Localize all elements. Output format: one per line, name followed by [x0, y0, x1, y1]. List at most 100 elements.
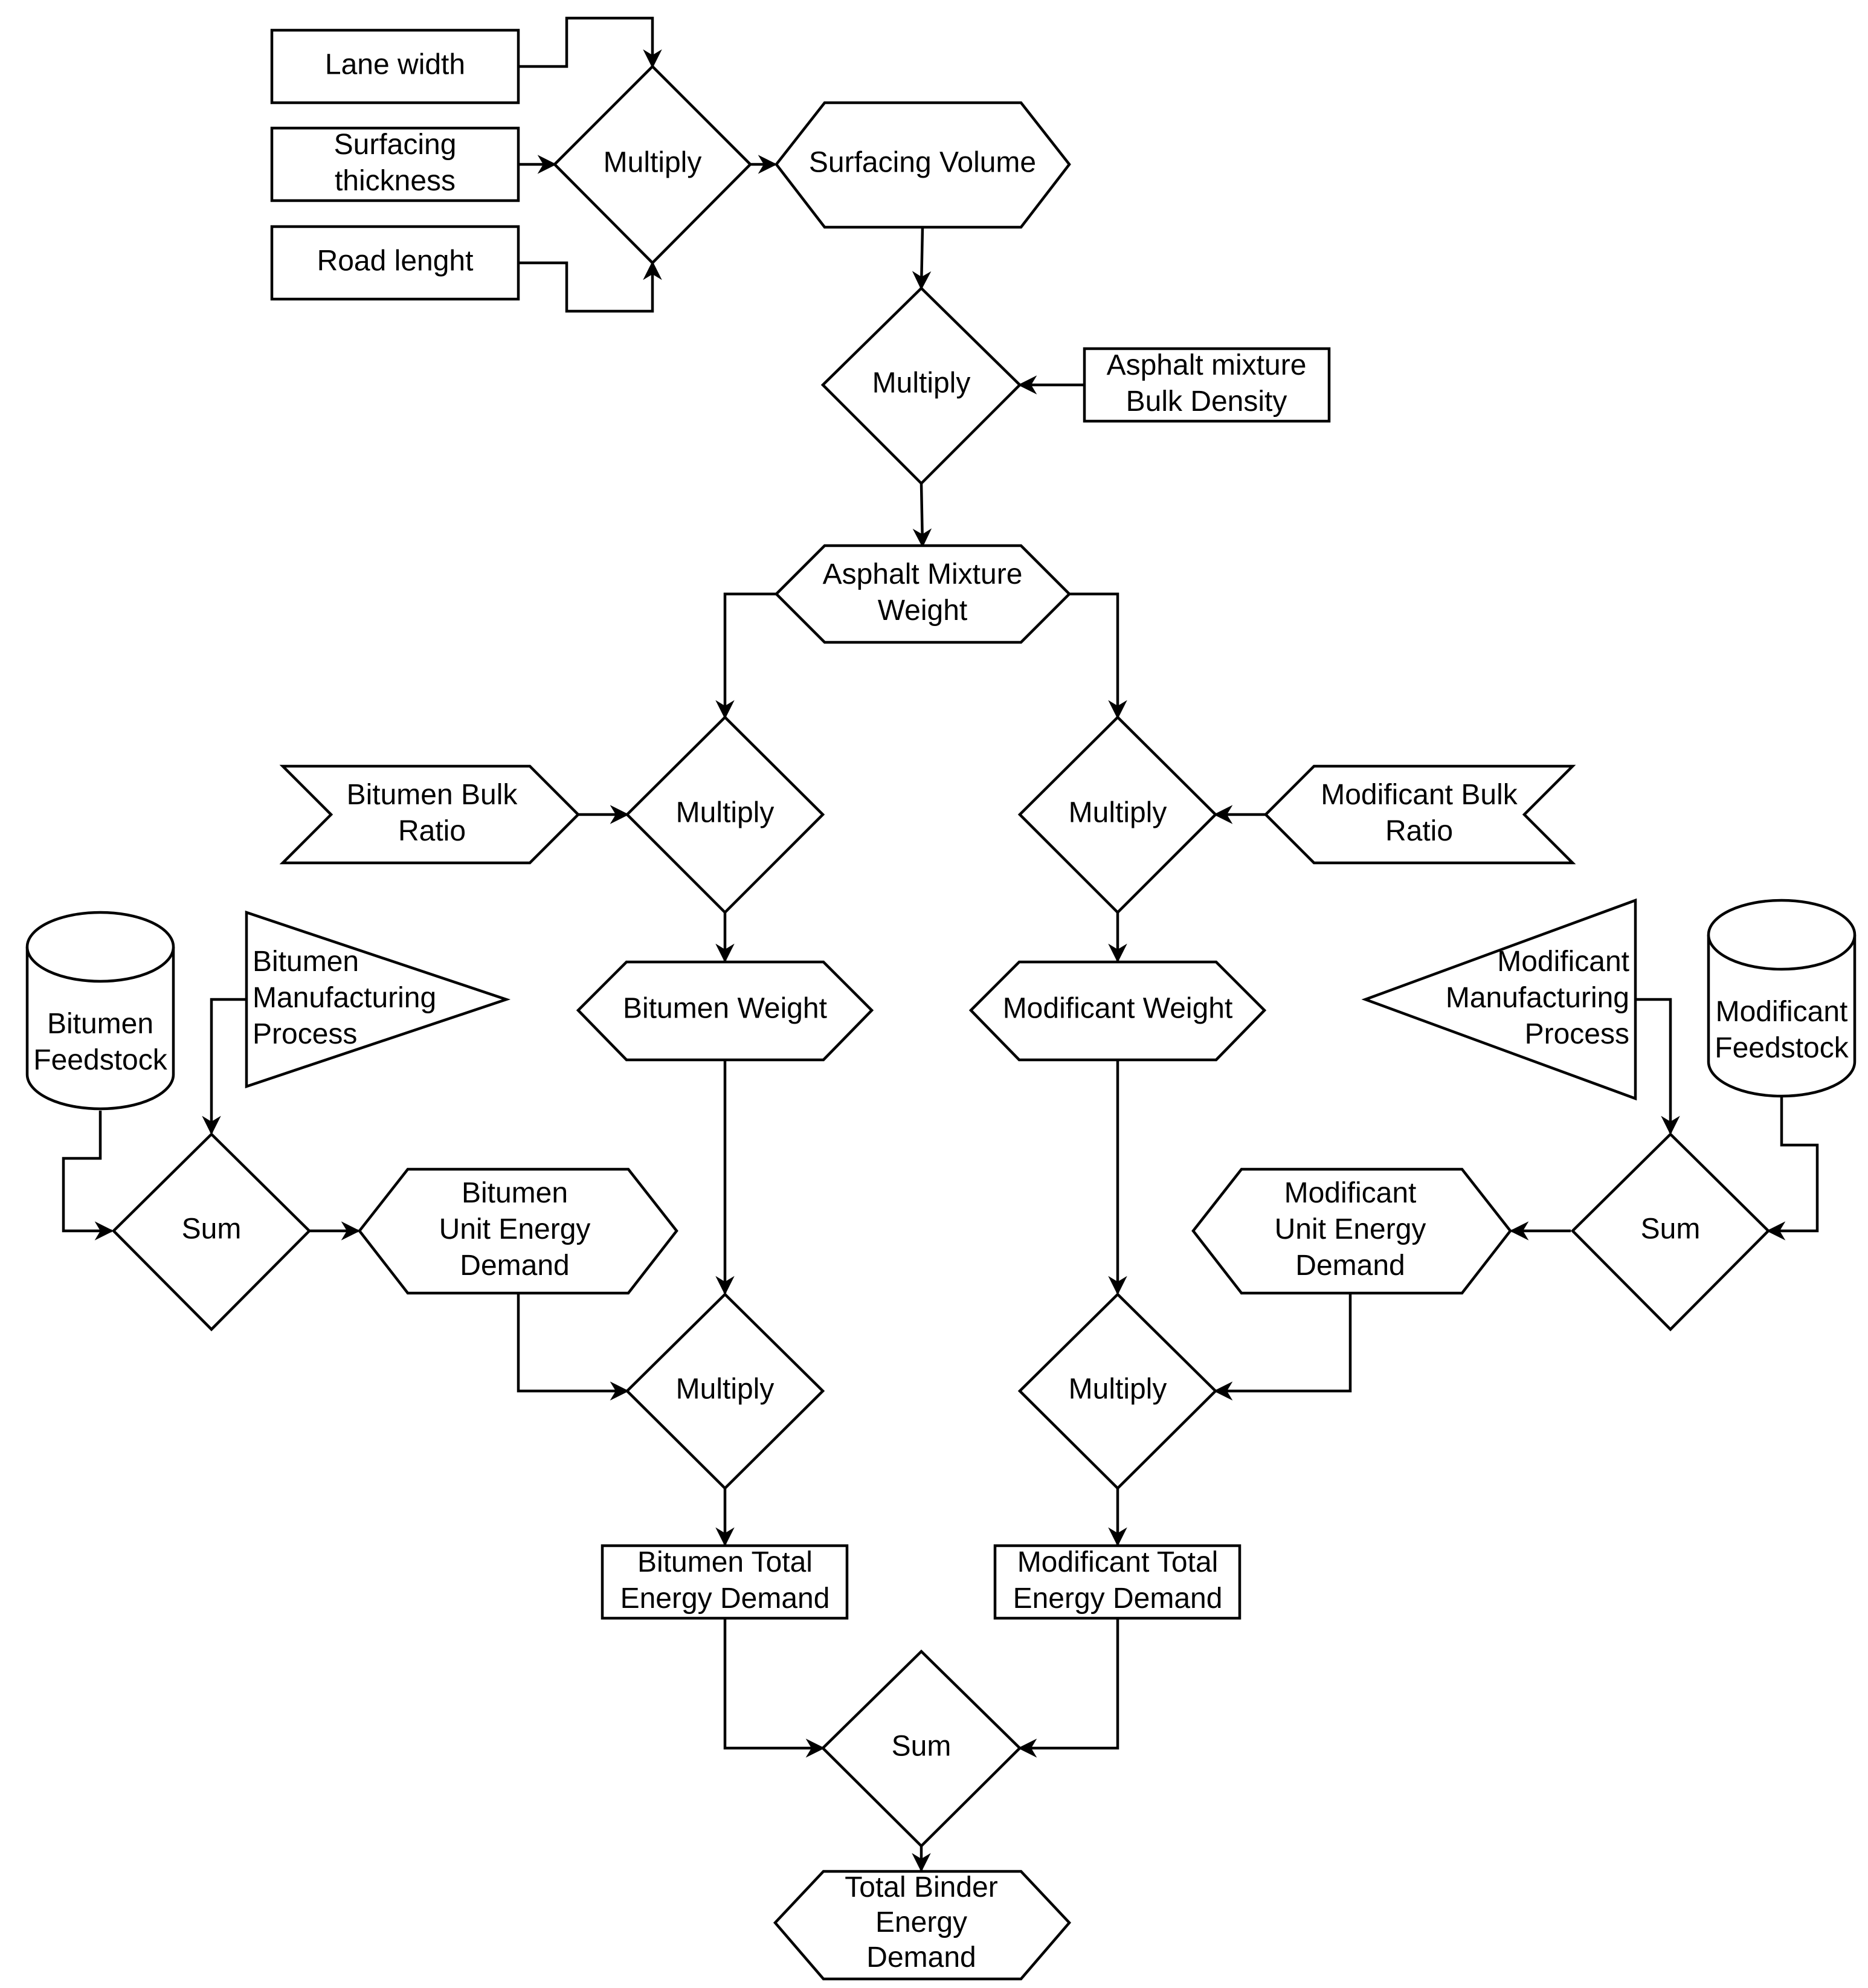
node-label-line: Demand [460, 1250, 569, 1282]
svg-text:Sum: Sum [892, 1731, 952, 1763]
node-label-line: Bitumen Bulk [347, 779, 518, 811]
svg-text:Road lenght: Road lenght [317, 245, 474, 277]
lane-width-node: Lane width [270, 28, 520, 105]
svg-text:Multiply: Multiply [1069, 797, 1167, 829]
multiply-modificant-energy-diamond: Multiply [1017, 1292, 1218, 1491]
multiply-bitumen-ratio-diamond: Multiply [625, 715, 825, 915]
node-label-line: Process [253, 1018, 357, 1050]
svg-text:Multiply: Multiply [604, 147, 702, 179]
node-label-line: Modificant [1497, 946, 1629, 978]
node-label-line: Modificant [1716, 996, 1848, 1028]
sum-total-diamond: Sum [820, 1649, 1022, 1848]
node-label-line: Demand [866, 1941, 976, 1973]
edge-modificant-manufacturing-to-sum [1635, 998, 1680, 1135]
node-label-line: Ratio [1385, 815, 1453, 847]
node-label-line: Surfacing [334, 129, 457, 161]
edge-modificant-unit-energy-to-multiply [1213, 1293, 1352, 1401]
modificant-weight-node: Modificant Weight [968, 960, 1267, 1062]
svg-text:Multiply: Multiply [676, 1373, 775, 1405]
node-label-line: Asphalt Mixture [823, 558, 1023, 590]
node-label-line: Bitumen Total [637, 1546, 813, 1578]
edge-modificant-feedstock-to-sum [1766, 1097, 1819, 1241]
sum-bitumen-diamond: Sum [111, 1132, 312, 1332]
node-label-line: thickness [335, 165, 456, 197]
node-label-line: Process [1525, 1018, 1629, 1050]
edge-multiply-to-asphalt-weight [912, 483, 932, 548]
svg-text:Multiply: Multiply [872, 367, 971, 399]
node-label-line: Bulk Density [1126, 386, 1287, 418]
node-label-line: Feedstock [33, 1044, 167, 1076]
edge-modificant-total-to-sum [1017, 1618, 1119, 1758]
node-label-line: Manufacturing [1446, 982, 1629, 1014]
node-label-line: Manufacturing [253, 982, 436, 1014]
node-label-line: Bitumen [462, 1177, 568, 1209]
svg-text:Multiply: Multiply [1069, 1373, 1167, 1405]
node-label-line: Modificant Bulk [1321, 779, 1518, 811]
node-label-line: Feedstock [1715, 1032, 1849, 1064]
edge-road-length-to-multiply [518, 260, 662, 313]
svg-text:Surfacing Volume: Surfacing Volume [809, 147, 1036, 179]
node-label-line: Demand [1295, 1250, 1405, 1282]
node-label-line: Bitumen [47, 1008, 153, 1040]
node-label-line: Modificant [1284, 1177, 1417, 1209]
surfacing-volume-node: Surfacing Volume [775, 101, 1071, 229]
multiply-bitumen-energy-diamond: Multiply [625, 1292, 825, 1491]
edge-asphalt-weight-to-modificant-multiply [1069, 592, 1127, 720]
node-label-line: Ratio [398, 815, 466, 847]
sum-modificant-diamond: Sum [1570, 1132, 1771, 1332]
surfacing-thickness-node: Surfacing thickness [270, 126, 520, 202]
svg-text:Bitumen Weight: Bitumen Weight [623, 993, 827, 1025]
multiply-diamond-2: Multiply [820, 286, 1022, 486]
connectors [62, 16, 1819, 1873]
edge-asphalt-weight-to-bitumen-multiply [715, 592, 776, 720]
edge-bitumen-manufacturing-to-sum [202, 998, 246, 1135]
edge-bitumen-unit-energy-to-multiply [517, 1293, 630, 1401]
svg-text:Sum: Sum [1641, 1213, 1701, 1245]
edge-bitumen-total-to-sum [723, 1618, 825, 1758]
node-label-line: Total Binder [845, 1871, 997, 1903]
svg-text:Multiply: Multiply [676, 797, 775, 829]
node-label-line: Modificant Total [1017, 1546, 1219, 1578]
node-label-line: Unit Energy [1275, 1213, 1426, 1245]
edge-surfacing-volume-to-multiply [912, 227, 932, 291]
road-length-node: Road lenght [270, 225, 520, 301]
node-label-line: Weight [878, 595, 968, 627]
svg-text:Sum: Sum [182, 1213, 242, 1245]
node-label-line: Bitumen [253, 946, 359, 978]
svg-text:Lane width: Lane width [325, 49, 465, 81]
multiply-modificant-ratio-diamond: Multiply [1017, 715, 1218, 915]
multiply-diamond-1: Multiply [552, 64, 753, 265]
node-label-line: Energy Demand [620, 1583, 830, 1615]
node-label-line: Asphalt mixture [1107, 349, 1307, 381]
node-label-line: Unit Energy [439, 1213, 591, 1245]
bitumen-weight-node: Bitumen Weight [576, 960, 874, 1062]
svg-text:Modificant Weight: Modificant Weight [1003, 993, 1233, 1025]
